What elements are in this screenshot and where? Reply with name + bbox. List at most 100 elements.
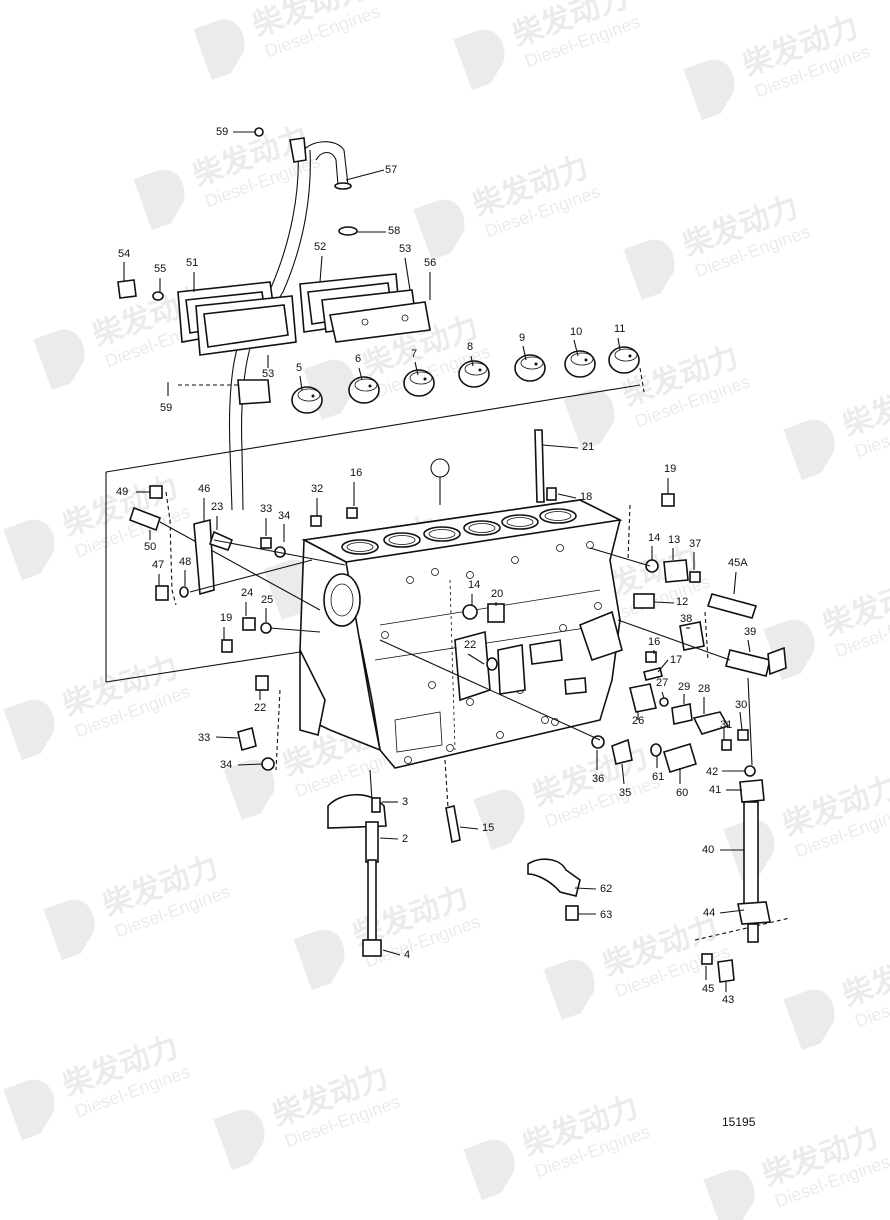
leader-line bbox=[621, 763, 625, 785]
bearing-shell bbox=[458, 360, 490, 388]
cylinder-block bbox=[299, 499, 623, 769]
bearing-shell bbox=[403, 369, 435, 397]
bearing-shell bbox=[514, 354, 546, 382]
watermark-logo-icon bbox=[303, 359, 355, 421]
callout-label: 50 bbox=[144, 541, 156, 553]
callout-label: 46 bbox=[198, 483, 210, 495]
callout-label: 47 bbox=[152, 559, 164, 571]
leader-line bbox=[319, 255, 323, 283]
bearing-shell bbox=[291, 386, 323, 414]
leader-line bbox=[345, 169, 385, 181]
leader-lines bbox=[123, 131, 751, 992]
callout-label: 53 bbox=[262, 368, 274, 380]
leader-line bbox=[470, 355, 474, 367]
callout-label: 52 bbox=[314, 241, 326, 253]
callout-label: 11 bbox=[614, 323, 625, 335]
leader-line bbox=[661, 691, 665, 699]
leader-line bbox=[467, 653, 485, 665]
callout-label: 59 bbox=[160, 402, 172, 414]
leader-line bbox=[215, 736, 239, 739]
watermark-logo-icon bbox=[463, 1139, 515, 1201]
callout-label: 19 bbox=[664, 463, 676, 475]
leader-line bbox=[574, 887, 597, 890]
callout-label: 56 bbox=[424, 257, 436, 269]
callout-label: 7 bbox=[411, 348, 417, 360]
block-hole bbox=[594, 602, 602, 610]
leader-line bbox=[382, 949, 401, 956]
watermark-logo-icon bbox=[223, 759, 275, 821]
leader-line bbox=[653, 601, 675, 604]
callout-label: 43 bbox=[722, 994, 734, 1006]
callout-label: 10 bbox=[570, 326, 582, 338]
watermark-logo-icon bbox=[3, 519, 55, 581]
callout-label: 58 bbox=[388, 225, 400, 237]
leader-line bbox=[459, 826, 479, 830]
callout-label: 25 bbox=[261, 594, 273, 606]
cylinder-bore-inner bbox=[544, 511, 572, 521]
callout-label: 24 bbox=[241, 587, 253, 599]
callout-label: 21 bbox=[582, 441, 594, 453]
watermark-logo-icon bbox=[473, 789, 525, 851]
leader-line bbox=[657, 659, 669, 673]
callout-label: 36 bbox=[592, 773, 604, 785]
callout-label: 12 bbox=[676, 596, 688, 608]
watermark-logo-icon bbox=[3, 1079, 55, 1141]
block-hole bbox=[466, 698, 474, 706]
callout-label: 33 bbox=[260, 503, 272, 515]
callout-label: 40 bbox=[702, 844, 714, 856]
callout-label: 26 bbox=[632, 715, 644, 727]
reference-lines bbox=[105, 367, 791, 941]
callout-label: 31 bbox=[720, 719, 732, 731]
callout-label: 42 bbox=[706, 766, 718, 778]
callout-label: 14 bbox=[648, 532, 660, 544]
block-hole bbox=[511, 556, 519, 564]
callout-label: 38 bbox=[680, 613, 692, 625]
callout-label: 45A bbox=[728, 557, 748, 569]
watermark-logo-icon bbox=[193, 19, 245, 81]
block-hole bbox=[551, 718, 559, 726]
watermark-logo-icon bbox=[3, 699, 55, 761]
callout-label: 51 bbox=[186, 257, 198, 269]
callout-label: 3 bbox=[402, 796, 408, 808]
callout-label: 45 bbox=[702, 983, 714, 995]
callout-label: 6 bbox=[355, 353, 361, 365]
leader-line bbox=[747, 639, 751, 653]
callout-label: 41 bbox=[709, 784, 721, 796]
block-callout-marker bbox=[430, 458, 450, 505]
callout-label: 63 bbox=[600, 909, 612, 921]
watermark-logo-icon bbox=[453, 29, 505, 91]
leader-line bbox=[557, 493, 577, 499]
bearing-shell bbox=[564, 350, 596, 378]
callout-label: 30 bbox=[735, 699, 747, 711]
callout-label: 8 bbox=[467, 341, 473, 353]
leader-line bbox=[541, 444, 579, 449]
watermark-logo-icon bbox=[783, 989, 835, 1051]
callout-label: 34 bbox=[278, 510, 290, 522]
watermark-logo-icon bbox=[133, 169, 185, 231]
camshaft-bearings bbox=[291, 346, 640, 414]
leader-line bbox=[404, 257, 411, 291]
callout-label: 55 bbox=[154, 263, 166, 275]
watermark-logo-icon bbox=[563, 389, 615, 451]
block-hole bbox=[496, 731, 504, 739]
drawing-number: 15195 bbox=[722, 1115, 756, 1129]
callout-label: 9 bbox=[519, 332, 525, 344]
callout-label: 22 bbox=[254, 702, 266, 714]
callout-label: 23 bbox=[211, 501, 223, 513]
callout-label: 5 bbox=[296, 362, 302, 374]
block-hole bbox=[556, 544, 564, 552]
callout-label: 15 bbox=[482, 822, 494, 834]
callout-label: 62 bbox=[600, 883, 612, 895]
leader-line bbox=[573, 339, 579, 357]
watermark-logo-icon bbox=[213, 1109, 265, 1171]
cylinder-bore-inner bbox=[388, 535, 416, 545]
